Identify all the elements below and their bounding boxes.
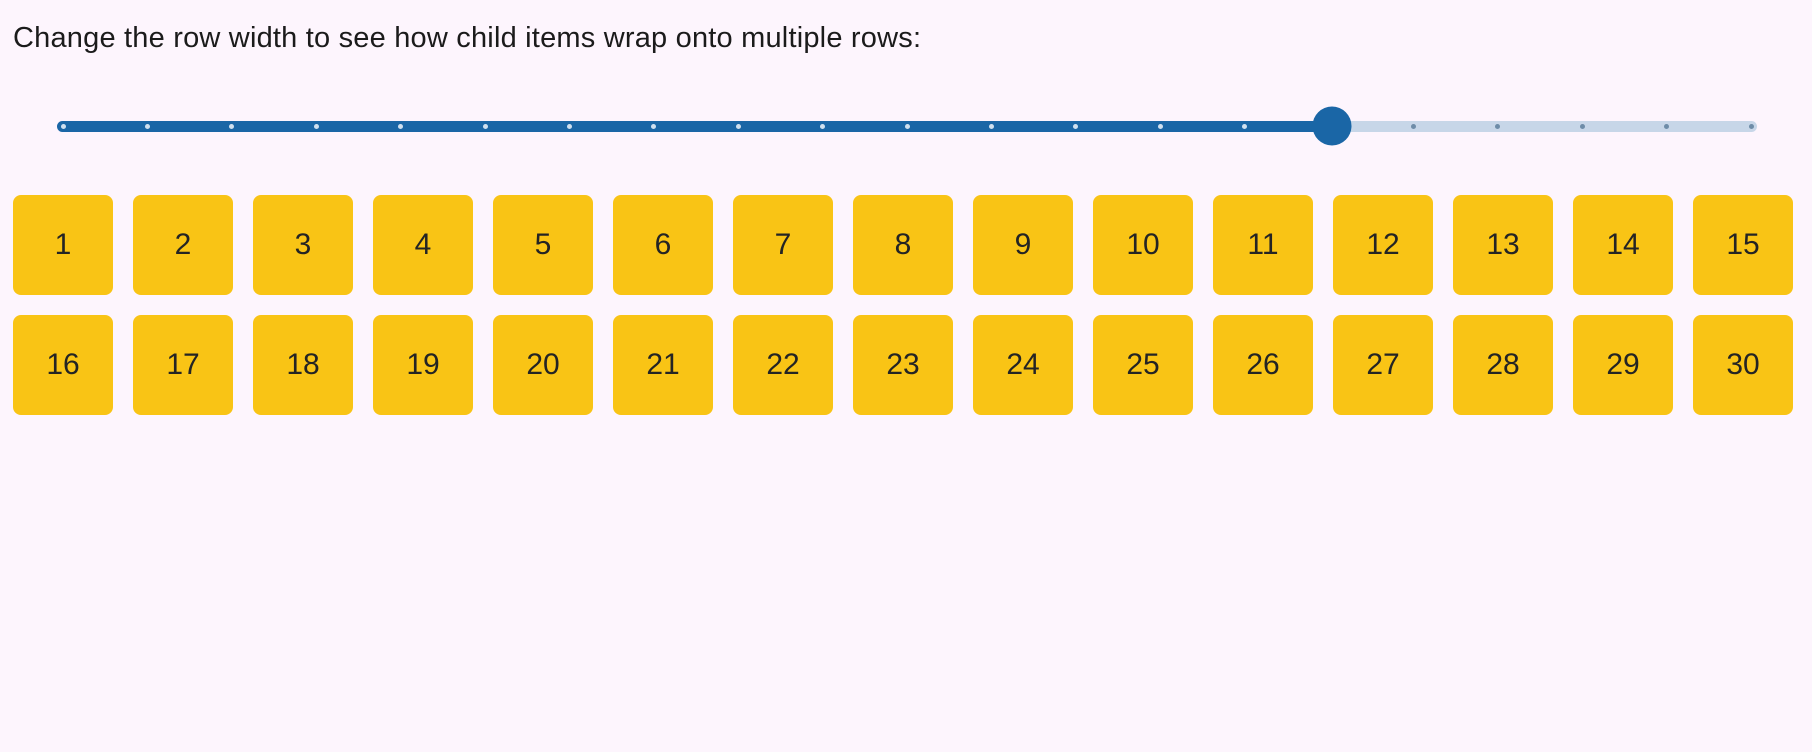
wrap-item: 21 (613, 315, 713, 415)
wrap-item: 16 (13, 315, 113, 415)
slider-tick (1748, 124, 1754, 129)
wrap-item: 15 (1693, 195, 1793, 295)
slider-tick (1410, 124, 1416, 129)
instruction-text: Change the row width to see how child it… (13, 22, 922, 54)
wrap-item: 24 (973, 315, 1073, 415)
wrap-item: 23 (853, 315, 953, 415)
slider-tick (1495, 124, 1501, 129)
wrap-item: 1 (13, 195, 113, 295)
wrap-item: 22 (733, 315, 833, 415)
wrap-item: 7 (733, 195, 833, 295)
wrap-item: 25 (1093, 315, 1193, 415)
wrap-item: 12 (1333, 195, 1433, 295)
slider-tick (1664, 124, 1670, 129)
slider-rail[interactable] (57, 106, 1757, 146)
wrap-item: 5 (493, 195, 593, 295)
wrap-item: 6 (613, 195, 713, 295)
wrap-item: 20 (493, 315, 593, 415)
row-width-slider[interactable] (38, 106, 1776, 147)
slider-tick (1579, 124, 1585, 129)
wrap-item: 11 (1213, 195, 1313, 295)
wrap-item: 3 (253, 195, 353, 295)
wrap-item: 18 (253, 315, 353, 415)
wrap-item: 26 (1213, 315, 1313, 415)
wrap-item: 28 (1453, 315, 1553, 415)
wrap-item: 13 (1453, 195, 1553, 295)
wrap-item: 10 (1093, 195, 1193, 295)
wrap-item: 19 (373, 315, 473, 415)
slider-fill-track (57, 121, 1332, 132)
wrap-item: 4 (373, 195, 473, 295)
wrap-item: 14 (1573, 195, 1673, 295)
wrap-item: 27 (1333, 315, 1433, 415)
wrap-item: 8 (853, 195, 953, 295)
slider-thumb[interactable] (1312, 106, 1352, 146)
wrap-item: 29 (1573, 315, 1673, 415)
wrap-item: 2 (133, 195, 233, 295)
wrap-item: 9 (973, 195, 1073, 295)
wrap-item: 17 (133, 315, 233, 415)
wrap-item: 30 (1693, 315, 1793, 415)
